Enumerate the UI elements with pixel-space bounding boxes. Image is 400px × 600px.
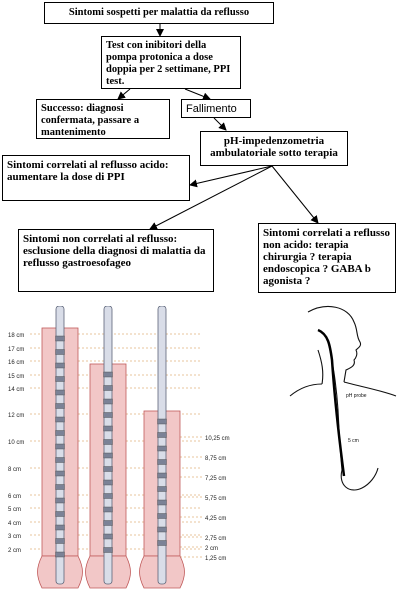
probe-2-ring bbox=[103, 439, 113, 445]
probe-2-ring bbox=[103, 371, 113, 378]
probe-3-ring bbox=[157, 459, 167, 465]
probe-2-ring bbox=[103, 506, 113, 513]
flowchart-connectors bbox=[117, 24, 319, 230]
arrow-ph-to-not-related bbox=[149, 165, 273, 230]
probe-3-ring bbox=[157, 472, 167, 479]
box-failure: Fallimento bbox=[181, 99, 251, 118]
scale-label-5cm: 5 cm bbox=[8, 507, 21, 513]
box-non-acid: Sintomi correlati a reflusso non acido: … bbox=[258, 223, 396, 293]
anatomy-figure: pH probe 5 cm bbox=[289, 306, 397, 491]
box-ph-impedance: pH-impedenzometria ambulatoriale sotto t… bbox=[200, 131, 348, 166]
probe-1-ring bbox=[55, 416, 65, 423]
scale-label-7-25cm: 7,25 cm bbox=[205, 476, 226, 482]
probe-2-ring bbox=[103, 547, 113, 553]
probe-1-ring bbox=[55, 335, 65, 342]
probe-drawing bbox=[30, 306, 203, 589]
probe-2-ring bbox=[103, 398, 113, 405]
scale-label-2-75cm: 2,75 cm bbox=[205, 536, 226, 542]
probe-1-ring bbox=[55, 524, 65, 531]
head-outline bbox=[307, 306, 362, 383]
arrow-failure-to-ph bbox=[213, 117, 227, 131]
left-scale-group: 18 cm 17 cm 16 cm 15 cm 14 cm 12 cm 10 c… bbox=[8, 333, 24, 554]
probe-1-ring bbox=[55, 443, 65, 450]
box-ppi-test: Test con inibitori della pompa protonica… bbox=[101, 36, 241, 89]
label-5cm-anatomy: 5 cm bbox=[348, 438, 359, 444]
right-scale-group: 10,25 cm 8,75 cm 7,25 cm 5,75 cm 4,25 cm… bbox=[205, 436, 230, 562]
probe-3-ring bbox=[157, 540, 167, 546]
probe-1-ring bbox=[55, 430, 65, 436]
probe-1-ring bbox=[55, 551, 65, 558]
stomach-outline bbox=[340, 467, 379, 491]
probe-1-ring bbox=[55, 349, 65, 355]
scale-label-18cm: 18 cm bbox=[8, 333, 24, 339]
probe-1-ring bbox=[55, 362, 65, 369]
scale-label-17cm: 17 cm bbox=[8, 347, 24, 353]
scale-label-3cm: 3 cm bbox=[8, 534, 21, 540]
probe-3-ring bbox=[157, 526, 167, 533]
scale-label-8-75cm: 8,75 cm bbox=[205, 456, 226, 462]
box-start: Sintomi sospetti per malattia da refluss… bbox=[44, 2, 274, 24]
probe-1-ring bbox=[55, 470, 65, 477]
arrow-ph-to-non-acid bbox=[271, 165, 319, 224]
probe-2-ring bbox=[103, 425, 113, 432]
probe-1-ring bbox=[55, 389, 65, 396]
scale-label-8cm: 8 cm bbox=[8, 467, 21, 473]
label-ph-probe: pH probe bbox=[346, 393, 367, 399]
box-not-related: Sintomi non correlati al reflusso: esclu… bbox=[18, 229, 214, 292]
probe-3-ring bbox=[157, 486, 167, 492]
scale-label-14cm: 14 cm bbox=[8, 387, 24, 393]
probe-1-ring bbox=[55, 403, 65, 409]
probe-2-tube bbox=[103, 306, 113, 585]
scale-label-10-25cm: 10,25 cm bbox=[205, 436, 230, 442]
probe-2-ring bbox=[103, 479, 113, 486]
scale-label-15cm: 15 cm bbox=[8, 374, 24, 380]
probe-3-ring bbox=[157, 513, 167, 519]
scale-label-10cm: 10 cm bbox=[8, 440, 24, 446]
scale-label-4cm: 4 cm bbox=[8, 521, 21, 527]
probe-figure: 18 cm 17 cm 16 cm 15 cm 14 cm 12 cm 10 c… bbox=[8, 306, 230, 589]
scale-label-16cm: 16 cm bbox=[8, 360, 24, 366]
arrow-ph-to-acid bbox=[189, 165, 273, 188]
probe-1-ring bbox=[55, 376, 65, 382]
scale-label-6cm: 6 cm bbox=[8, 494, 21, 500]
probe-1-ring bbox=[55, 538, 65, 544]
probe-2-ring bbox=[103, 493, 113, 499]
probe-1-ring bbox=[55, 457, 65, 463]
probe-2-ring bbox=[103, 520, 113, 526]
probe-3-ring bbox=[157, 418, 167, 425]
box-acid-related: Sintomi correlati al reflusso acido: aum… bbox=[2, 155, 190, 201]
probe-catheter bbox=[317, 328, 346, 477]
arrow-test-to-failure bbox=[184, 88, 211, 101]
probe-3-ring bbox=[157, 499, 167, 506]
probe-2-ring bbox=[103, 466, 113, 472]
probe-2-ring bbox=[103, 385, 113, 391]
arrow-test-to-success bbox=[117, 88, 131, 100]
probe-3-ring bbox=[157, 432, 167, 438]
probe-2-ring bbox=[103, 533, 113, 540]
scale-label-2cm-right: 2 cm bbox=[205, 546, 218, 552]
scale-label-2cm: 2 cm bbox=[8, 548, 21, 554]
scale-label-12cm: 12 cm bbox=[8, 413, 24, 419]
scale-label-4-25cm: 4,25 cm bbox=[205, 516, 226, 522]
probe-3-ring bbox=[157, 445, 167, 452]
shoulder-outline bbox=[289, 381, 397, 397]
scale-label-5-75cm: 5,75 cm bbox=[205, 496, 226, 502]
probe-1-ring bbox=[55, 497, 65, 504]
neck-outline bbox=[317, 349, 324, 385]
probe-2-ring bbox=[103, 452, 113, 459]
probe-1-ring bbox=[55, 484, 65, 490]
probe-2-ring bbox=[103, 412, 113, 418]
box-success: Successo: diagnosi confermata, passare a… bbox=[36, 99, 170, 139]
probe-1-ring bbox=[55, 511, 65, 517]
scale-label-1-25cm: 1,25 cm bbox=[205, 556, 226, 562]
